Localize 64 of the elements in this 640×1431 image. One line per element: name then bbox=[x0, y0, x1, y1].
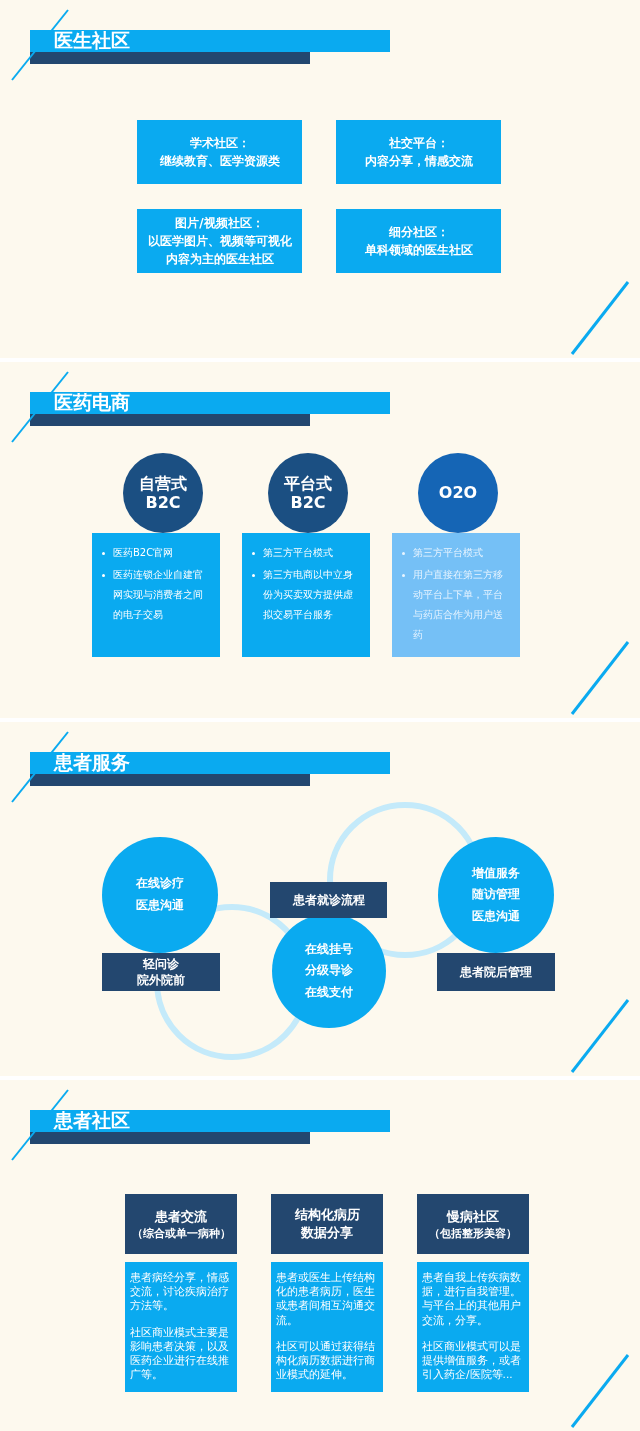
category-description: 以医学图片、视频等可视化内容为主的医生社区 bbox=[146, 233, 293, 268]
category-box bbox=[137, 209, 302, 273]
description-box bbox=[417, 1262, 529, 1392]
label-box bbox=[437, 953, 555, 991]
description-paragraph: 患者病经分享，情感交流，讨论疾病治疗方法等。 bbox=[130, 1270, 230, 1313]
description-paragraph: 患者或医生上传结构化的患者病历，医生或患者间相互沟通交流。 bbox=[276, 1270, 376, 1327]
label-box bbox=[125, 1194, 237, 1254]
label-text: 患者院后管理 bbox=[460, 963, 532, 981]
bullet-item: 医药连锁企业自建官网实现与消费者之间的电子交易 bbox=[113, 568, 204, 622]
category-title: 学术社区： bbox=[189, 135, 250, 152]
category-box bbox=[336, 120, 501, 184]
circle-text: 在线支付 bbox=[304, 983, 354, 1001]
description-paragraph: 社区商业模式可以是提供增值服务，或者引入药企/医院等... bbox=[422, 1338, 522, 1382]
circle-text: 增值服务 bbox=[470, 864, 521, 882]
section-title: 患者社区 bbox=[54, 1108, 130, 1133]
section-title: 患者服务 bbox=[54, 750, 130, 775]
category-box bbox=[336, 209, 501, 273]
label-text: （综合或单一病种） bbox=[131, 1225, 231, 1240]
bullet-list-box bbox=[392, 533, 520, 657]
description-paragraph: 社区可以通过获得结构化病历数据进行商业模式的延伸。 bbox=[276, 1338, 376, 1382]
circle-text: 分级导诊 bbox=[304, 962, 354, 980]
label-text: （包括整形美容） bbox=[429, 1225, 517, 1240]
section-header-banner bbox=[30, 392, 390, 414]
section-header-banner bbox=[30, 752, 390, 774]
label-box bbox=[417, 1194, 529, 1254]
section-header-banner bbox=[30, 30, 390, 52]
bullet-item: 医药B2C官网 bbox=[113, 546, 174, 560]
bullet-list-box bbox=[242, 533, 370, 657]
circle-text: 医患沟通 bbox=[471, 907, 521, 925]
bullet-item: 第三方平台模式 bbox=[413, 546, 483, 560]
circle-text: 医患沟通 bbox=[135, 897, 185, 914]
description-box bbox=[125, 1262, 237, 1392]
label-text: 患者就诊流程 bbox=[292, 891, 365, 909]
category-title: 图片/视频社区： bbox=[175, 215, 264, 232]
section-title: 医药电商 bbox=[54, 390, 130, 415]
section-header-banner bbox=[30, 1110, 390, 1132]
circle-text: 在线挂号 bbox=[304, 940, 354, 958]
category-description: 单科领域的医生社区 bbox=[364, 242, 473, 259]
circle-text: O2O bbox=[437, 483, 479, 503]
label-text: 院外院前 bbox=[137, 972, 185, 989]
label-text: 结构化病历数据分享 bbox=[293, 1206, 361, 1242]
label-box bbox=[270, 882, 387, 918]
category-description: 继续教育、医学资源类 bbox=[159, 153, 280, 170]
circle-text: 在线诊疗 bbox=[135, 875, 185, 893]
category-box bbox=[137, 120, 302, 184]
section-title: 医生社区 bbox=[54, 28, 130, 53]
label-box bbox=[102, 953, 220, 991]
description-box bbox=[271, 1262, 383, 1392]
bullet-item: 用户直接在第三方移动平台上下单，平台与药店合作为用户送药 bbox=[413, 568, 504, 642]
description-paragraph: 社区商业模式主要是影响患者决策，以及医药企业进行在线推广等。 bbox=[130, 1324, 230, 1382]
bullet-list-box bbox=[92, 533, 220, 657]
description-paragraph: 患者自我上传疾病数据，进行自我管理。与平台上的其他用户交流，分享。 bbox=[422, 1270, 522, 1327]
circle-text: 平台式 B2C bbox=[283, 473, 333, 513]
label-text: 患者交流 bbox=[155, 1208, 207, 1226]
label-text: 轻问诊 bbox=[143, 955, 179, 972]
bullet-item: 第三方平台模式 bbox=[263, 546, 333, 560]
category-description: 内容分享，情感交流 bbox=[364, 153, 473, 170]
circle-text: 随访管理 bbox=[471, 886, 521, 904]
category-title: 细分社区： bbox=[388, 224, 449, 241]
category-title: 社交平台： bbox=[388, 135, 449, 152]
bullet-item: 第三方电商以中立身份为买卖双方提供虚拟交易平台服务 bbox=[263, 568, 354, 622]
label-text: 慢病社区 bbox=[447, 1208, 499, 1226]
label-box bbox=[271, 1194, 383, 1254]
circle-text: 自营式 B2C bbox=[138, 473, 188, 513]
